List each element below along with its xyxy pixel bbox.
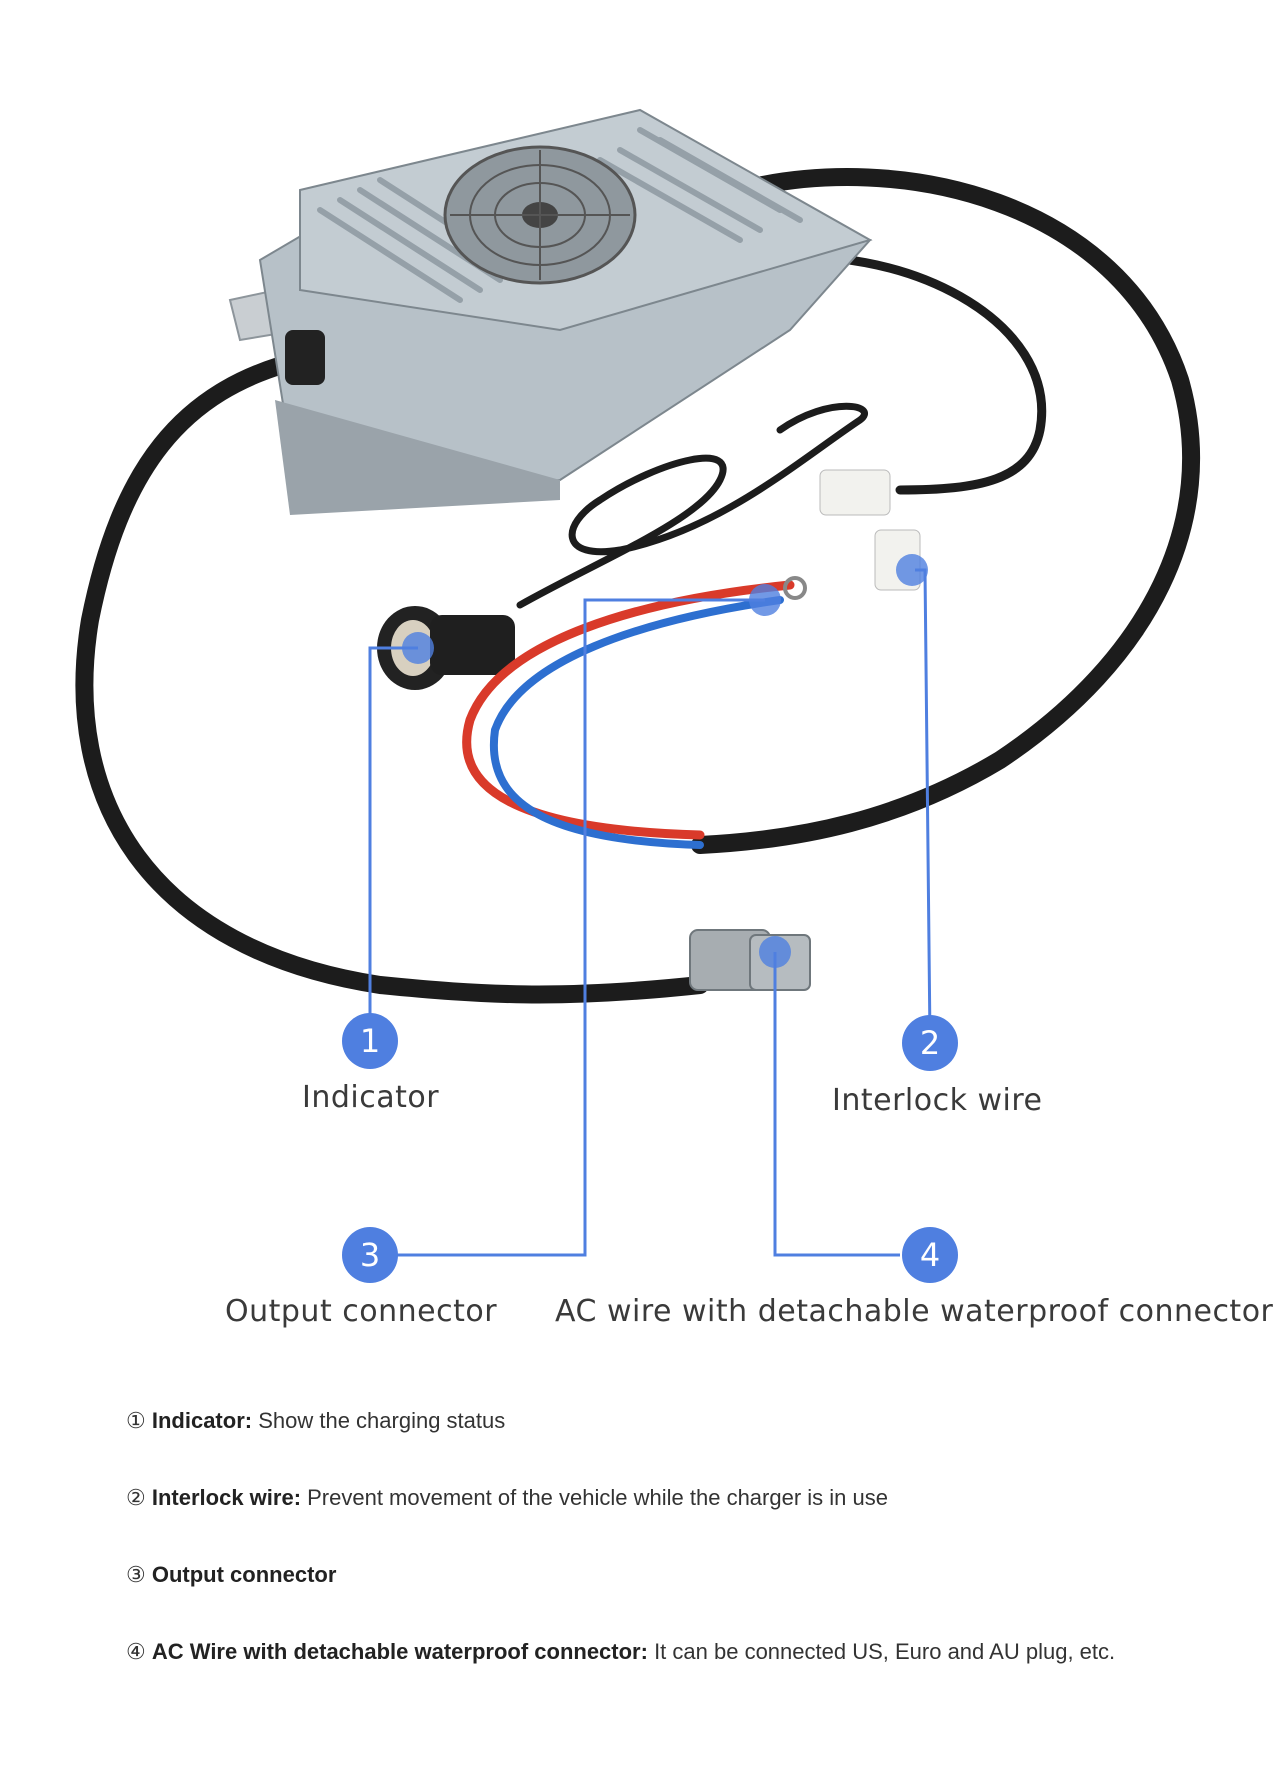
callout-badge-4: 4: [902, 1227, 958, 1283]
callout-label-ac-wire: AC wire with detachable waterproof conne…: [555, 1294, 1274, 1329]
callout-line-3: [395, 598, 765, 1257]
callout-badge-2: 2: [902, 1015, 958, 1071]
callout-badge-3: 3: [342, 1227, 398, 1283]
description-title: AC Wire with detachable waterproof conne…: [151, 1639, 648, 1664]
interlock-cable: [755, 252, 1047, 495]
description-title: Indicator:: [151, 1408, 253, 1433]
marker-dot-3: [749, 584, 781, 616]
indicator-cable: [516, 402, 868, 609]
description-ac-wire: ④ AC Wire with detachable waterproof con…: [126, 1639, 1115, 1665]
ac-cable: [75, 351, 709, 1004]
right-cable: [691, 168, 1201, 854]
description-text: Prevent movement of the vehicle while th…: [301, 1485, 888, 1510]
marker-dot-4: [759, 936, 791, 968]
description-output: ③ Output connector: [126, 1562, 336, 1588]
description-mark: ③: [126, 1562, 146, 1587]
description-mark: ④: [126, 1639, 146, 1664]
description-interlock: ② Interlock wire: Prevent movement of th…: [126, 1485, 888, 1511]
callout-line-4: [773, 952, 900, 1257]
callout-badge-1: 1: [342, 1013, 398, 1069]
description-mark: ②: [126, 1485, 146, 1510]
waterproof-connector: [689, 929, 811, 991]
description-title: Interlock wire:: [151, 1485, 302, 1510]
marker-dot-1: [402, 632, 434, 664]
description-title: Output connector: [151, 1562, 337, 1587]
description-text: It can be connected US, Euro and AU plug…: [647, 1639, 1116, 1664]
callout-label-interlock: Interlock wire: [832, 1083, 1043, 1118]
blue-wire: [489, 596, 784, 849]
description-mark: ①: [126, 1408, 146, 1433]
description-indicator: ① Indicator: Show the charging status: [126, 1408, 505, 1434]
callout-label-indicator: Indicator: [302, 1080, 440, 1115]
charger-housing: [228, 108, 873, 515]
description-text: Show the charging status: [252, 1408, 506, 1433]
marker-dot-2: [896, 554, 928, 586]
callout-label-output: Output connector: [225, 1294, 498, 1329]
red-wire: [462, 580, 795, 840]
